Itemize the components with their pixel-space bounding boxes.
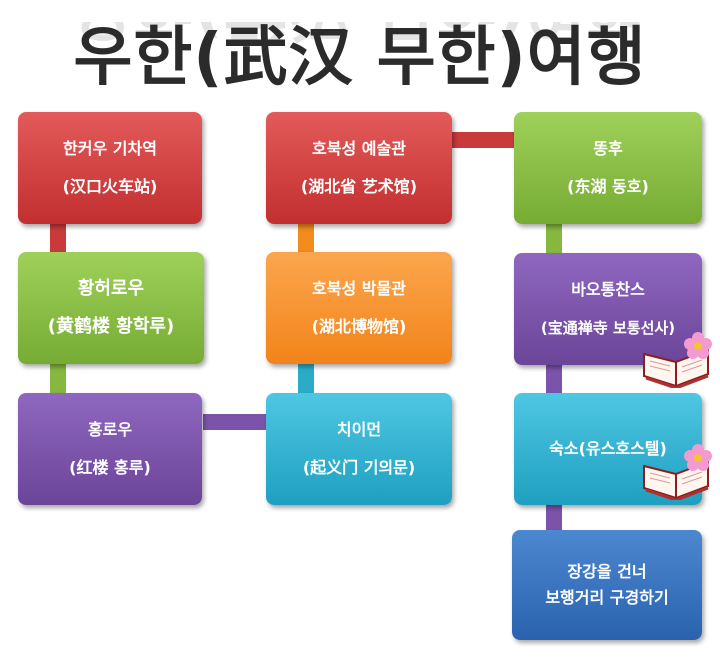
node-subtitle: (湖北省 艺术馆) [300,177,418,196]
connector-redtower-qiyimen [203,414,269,430]
node-subtitle: (宝通禅寺 보통선사) [540,319,676,337]
node-subtitle: (红楼 홍루) [69,458,151,477]
node-baotong-temple: 바오통찬스 (宝通禅寺 보통선사) [514,253,702,365]
connector-eastlake-baotong [546,224,562,256]
node-title: 치이먼 [336,420,382,439]
node-title: 장강을 건너 [567,562,647,581]
node-title: 숙소(유스호스텔) [549,439,667,458]
node-qiyimen: 치이먼 (起义门 기의문) [266,393,452,505]
node-river-walk: 장강을 건너 보행거리 구경하기 [512,530,702,640]
node-subtitle: 보행거리 구경하기 [545,588,669,607]
node-subtitle: (东湖 동호) [567,177,649,196]
connector-hostel-riverwalk [546,504,562,532]
node-subtitle: (汉口火车站) [62,177,158,196]
node-title: 한커우 기차역 [63,139,157,158]
node-title: 똥후 [593,139,623,158]
node-hubei-museum: 호북성 박물관 (湖北博物馆) [266,252,452,364]
node-east-lake: 똥후 (东湖 동호) [514,112,702,224]
connector-baotong-hostel [546,364,562,396]
node-red-tower: 홍로우 (红楼 홍루) [18,393,202,505]
node-title: 호북성 박물관 [312,279,406,298]
connector-art-eastlake [452,132,518,148]
node-title: 홍로우 [87,420,133,439]
node-art-museum: 호북성 예술관 (湖北省 艺术馆) [266,112,452,224]
node-title: 호북성 예술관 [312,139,406,158]
node-subtitle: (起义门 기의문) [302,458,416,477]
connector-station-crane [50,224,66,256]
connector-museum-art [298,224,314,256]
connector-qiyimen-museum [298,364,314,396]
page-title: 우한(武汉 무한)여행 [73,21,647,95]
node-subtitle: (湖北博物馆) [311,317,407,336]
node-yellow-crane-tower: 황허로우 (黄鹤楼 황학루) [18,252,204,364]
node-hankou-station: 한커우 기차역 (汉口火车站) [18,112,202,224]
connector-crane-redtower [50,364,66,396]
book-flower-icon [643,332,712,388]
node-title: 바오통찬스 [571,280,645,299]
book-flower-icon [643,444,712,500]
node-title: 황허로우 [77,278,145,299]
node-subtitle: (黄鹤楼 황학루) [47,316,175,337]
